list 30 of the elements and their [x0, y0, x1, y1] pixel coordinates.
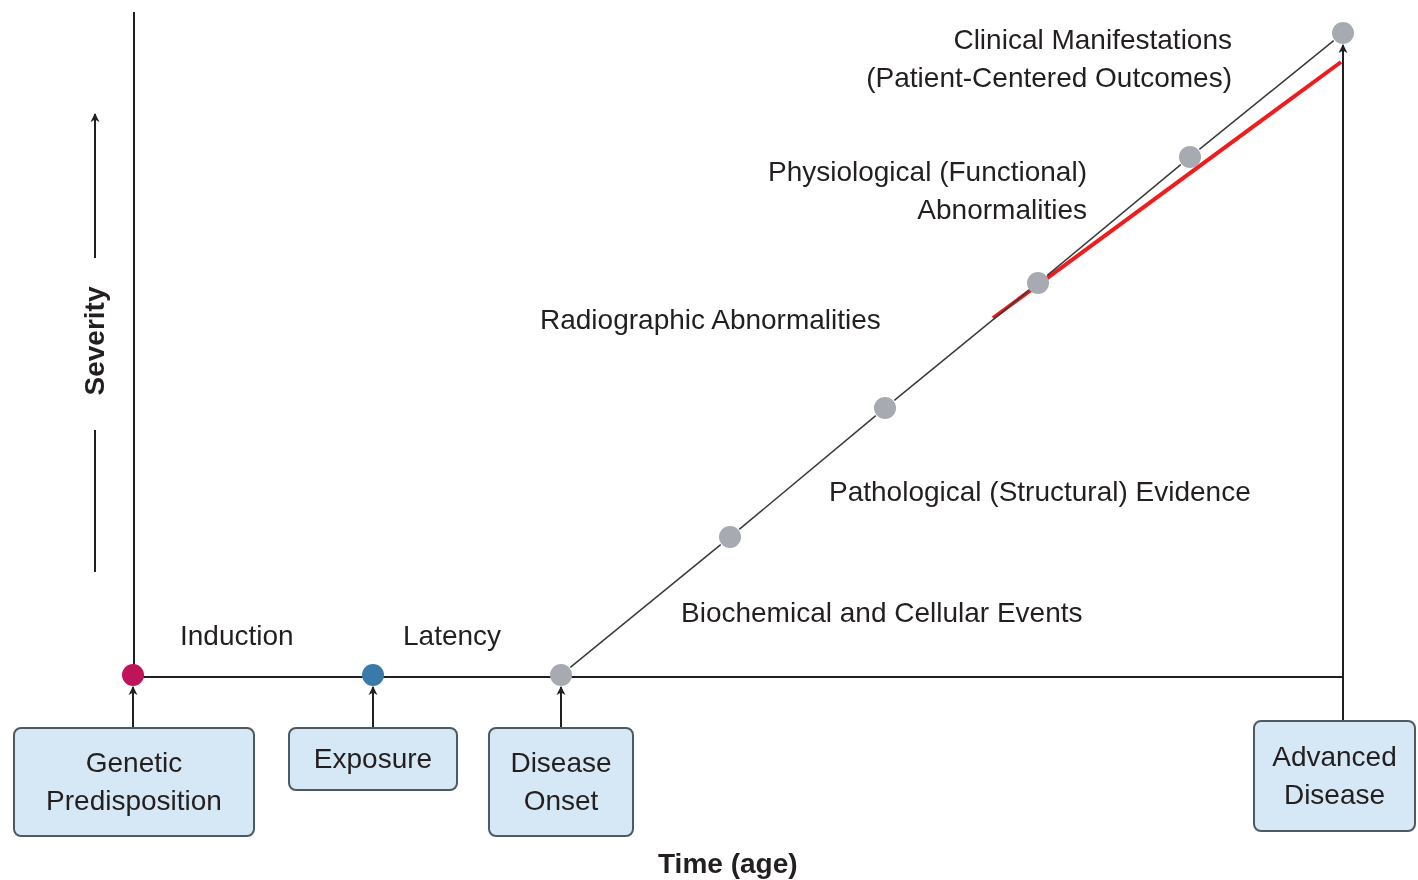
- arrow: [368, 686, 378, 728]
- timeline-dot: [1179, 146, 1201, 168]
- connector-line: [738, 414, 877, 531]
- stage-box: Disease Onset: [488, 727, 634, 837]
- timeline-dot: [719, 526, 741, 548]
- connector-line: [1046, 163, 1182, 277]
- connector-line: [893, 289, 1030, 402]
- stage-label: Biochemical and Cellular Events: [681, 596, 1083, 630]
- stage-label: Physiological (Functional) Abnormalities: [766, 155, 1087, 227]
- arrow: [556, 686, 566, 728]
- connector-line: [569, 543, 722, 669]
- interval-label: Induction: [180, 619, 294, 653]
- timeline-dot: [362, 664, 384, 686]
- connector-line: [1198, 39, 1335, 151]
- stage-label: Pathological (Structural) Evidence: [829, 475, 1251, 509]
- timeline-dot: [1027, 272, 1049, 294]
- stage-box: Genetic Predisposition: [13, 727, 255, 837]
- timeline-dot: [1332, 22, 1354, 44]
- axis-label: Time (age): [658, 847, 798, 880]
- stage-label: Clinical Manifestations (Patient-Centered Outcomes): [865, 23, 1232, 95]
- timeline-dot: [550, 664, 572, 686]
- axis-label: Severity: [78, 286, 111, 396]
- stage-box: Advanced Disease: [1253, 720, 1416, 832]
- timeline-dot: [874, 397, 896, 419]
- stage-label: Radiographic Abnormalities: [540, 303, 881, 337]
- stage-box: Exposure: [288, 727, 458, 791]
- arrow: [1338, 44, 1348, 721]
- timeline-dot: [122, 664, 144, 686]
- arrow: [128, 686, 138, 728]
- interval-label: Latency: [403, 619, 502, 653]
